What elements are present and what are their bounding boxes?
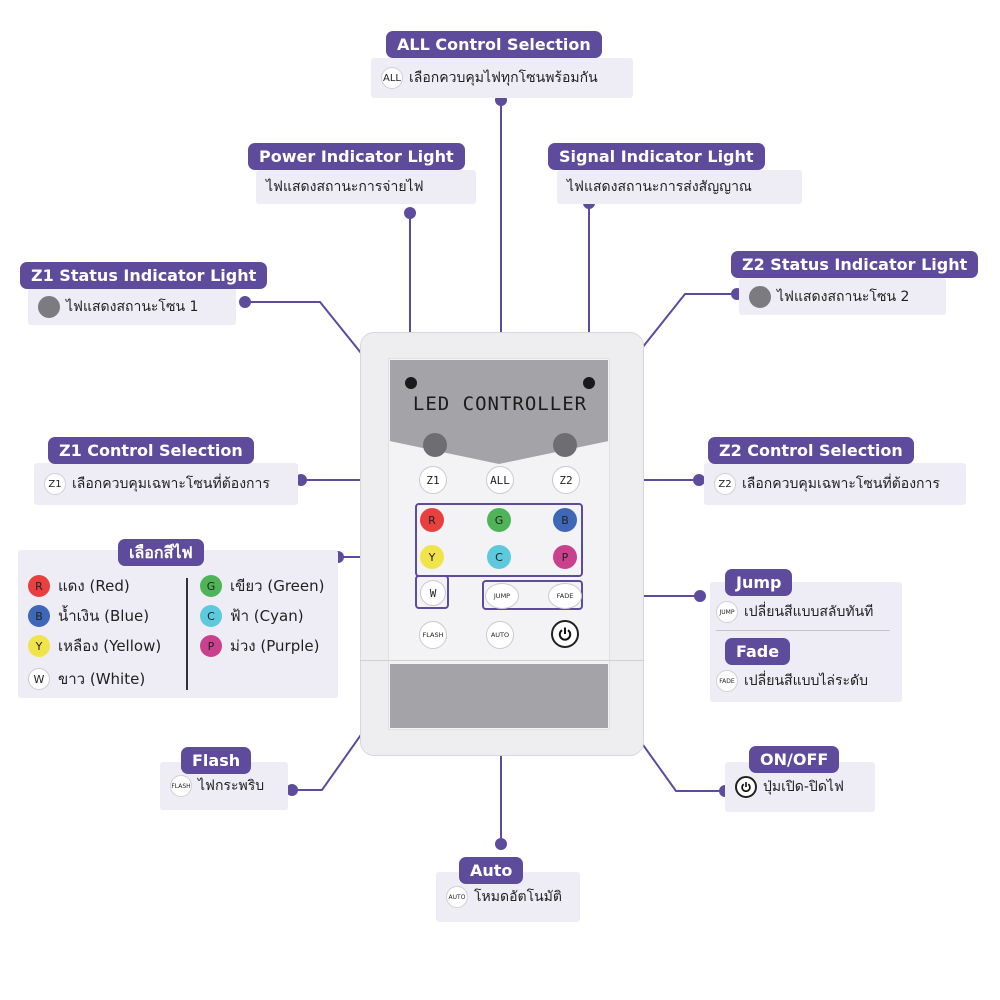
signal-indicator-desc: ไฟแสดงสถานะการส่งสัญญาณ (567, 179, 752, 195)
mode-group-outline (482, 580, 583, 610)
white-group-outline (415, 575, 449, 609)
signal-indicator-title: Signal Indicator Light (548, 143, 765, 170)
red-button[interactable]: R (420, 508, 444, 532)
legend-label: เขียว (Green) (230, 577, 325, 595)
z2-status-led-icon (749, 285, 771, 308)
z2-control-title: Z2 Control Selection (708, 437, 914, 464)
z1-status-desc-box: ไฟแสดงสถานะโซน 1 (28, 288, 236, 325)
cyan-swatch: C (200, 605, 222, 627)
blue-button[interactable]: B (553, 508, 577, 532)
signal-indicator-desc-box: ไฟแสดงสถานะการส่งสัญญาณ (557, 170, 802, 204)
cyan-button[interactable]: C (487, 545, 511, 569)
purple-button[interactable]: P (553, 545, 577, 569)
legend-white: W ขาว (White) (28, 667, 145, 691)
all-button[interactable]: ALL (486, 466, 514, 494)
blue-swatch: B (28, 605, 50, 627)
z2-status-title: Z2 Status Indicator Light (731, 251, 979, 278)
legend-label: เหลือง (Yellow) (58, 637, 162, 655)
fade-desc-row: FADE เปลี่ยนสีแบบไล่ระดับ (716, 670, 868, 692)
z1-control-title: Z1 Control Selection (48, 437, 254, 464)
legend-label: แดง (Red) (58, 577, 130, 595)
z2-status-desc: ไฟแสดงสถานะโซน 2 (777, 288, 910, 305)
fade-button[interactable]: FADE (548, 583, 582, 609)
flash-desc: ไฟกระพริบ (198, 778, 265, 794)
jump-button[interactable]: JUMP (485, 583, 519, 609)
legend-yellow: Y เหลือง (Yellow) (28, 634, 161, 658)
z1-status-desc: ไฟแสดงสถานะโซน 1 (66, 298, 199, 315)
power-indicator-light (405, 377, 417, 389)
jump-title: Jump (725, 569, 793, 596)
legend-cyan: C ฟ้า (Cyan) (200, 604, 304, 628)
power-icon (558, 627, 572, 641)
fade-title: Fade (725, 638, 791, 665)
jump-desc: เปลี่ยนสีแบบสลับทันที (744, 604, 874, 620)
legend-divider (186, 578, 188, 690)
onoff-title: ON/OFF (749, 746, 840, 773)
z2-control-desc-box: Z2 เลือกควบคุมเฉพาะโซนที่ต้องการ (704, 463, 966, 505)
yellow-button[interactable]: Y (420, 545, 444, 569)
white-button[interactable]: W (420, 580, 446, 606)
all-control-title: ALL Control Selection (386, 31, 602, 58)
legend-label: ขาว (White) (58, 670, 146, 688)
yellow-swatch: Y (28, 635, 50, 657)
color-legend-title: เลือกสีไฟ (118, 539, 204, 566)
flash-title: Flash (181, 747, 252, 774)
legend-red: R แดง (Red) (28, 574, 130, 598)
jump-mini-icon: JUMP (716, 601, 738, 623)
signal-indicator-light (583, 377, 595, 389)
z1-button[interactable]: Z1 (419, 466, 447, 494)
z1-control-desc-box: Z1 เลือกควบคุมเฉพาะโซนที่ต้องการ (34, 463, 298, 505)
legend-label: ม่วง (Purple) (230, 637, 320, 655)
white-swatch: W (28, 668, 50, 690)
legend-green: G เขียว (Green) (200, 574, 325, 598)
z2-control-desc: เลือกควบคุมเฉพาะโซนที่ต้องการ (742, 476, 940, 492)
color-legend-box (18, 550, 338, 698)
power-mini-icon (735, 776, 757, 798)
device-title: LED CONTROLLER (412, 393, 588, 415)
power-button[interactable] (551, 620, 579, 648)
z1-control-desc: เลือกควบคุมเฉพาะโซนที่ต้องการ (72, 476, 270, 492)
purple-swatch: P (200, 635, 222, 657)
color-group-outline (415, 503, 583, 577)
flash-mini-icon: FLASH (170, 775, 192, 797)
legend-purple: P ม่วง (Purple) (200, 634, 319, 658)
red-swatch: R (28, 575, 50, 597)
power-indicator-desc-box: ไฟแสดงสถานะการจ่ายไฟ (256, 170, 476, 204)
power-indicator-title: Power Indicator Light (248, 143, 465, 170)
z2-button[interactable]: Z2 (552, 466, 580, 494)
auto-mini-icon: AUTO (446, 886, 468, 908)
onoff-desc: ปุ่มเปิด-ปิดไฟ (763, 779, 844, 795)
z1-mini-icon: Z1 (44, 473, 66, 495)
jump-desc-row: JUMP เปลี่ยนสีแบบสลับทันที (716, 601, 873, 623)
z1-status-led (423, 433, 447, 457)
legend-blue: B น้ำเงิน (Blue) (28, 604, 149, 628)
device-bottom-panel (390, 664, 608, 728)
z1-status-title: Z1 Status Indicator Light (20, 262, 268, 289)
z2-status-desc-box: ไฟแสดงสถานะโซน 2 (739, 278, 946, 315)
auto-button[interactable]: AUTO (486, 621, 514, 649)
flash-button[interactable]: FLASH (419, 621, 447, 649)
power-indicator-desc: ไฟแสดงสถานะการจ่ายไฟ (266, 179, 424, 195)
jump-fade-divider (716, 630, 890, 631)
power-icon (741, 782, 751, 793)
auto-desc: โหมดอัตโนมัติ (474, 889, 562, 905)
green-button[interactable]: G (487, 508, 511, 532)
all-control-desc-box: ALL เลือกควบคุมไฟทุกโซนพร้อมกัน (371, 58, 633, 98)
device-seam (360, 660, 644, 661)
legend-label: ฟ้า (Cyan) (230, 607, 304, 625)
z2-mini-icon: Z2 (714, 473, 736, 495)
auto-title: Auto (459, 857, 524, 884)
green-swatch: G (200, 575, 222, 597)
legend-label: น้ำเงิน (Blue) (58, 607, 150, 625)
z2-status-led (553, 433, 577, 457)
z1-status-led-icon (38, 295, 60, 318)
all-control-desc: เลือกควบคุมไฟทุกโซนพร้อมกัน (409, 70, 598, 86)
fade-mini-icon: FADE (716, 670, 738, 692)
all-mini-icon: ALL (381, 67, 403, 89)
fade-desc: เปลี่ยนสีแบบไล่ระดับ (744, 673, 869, 689)
